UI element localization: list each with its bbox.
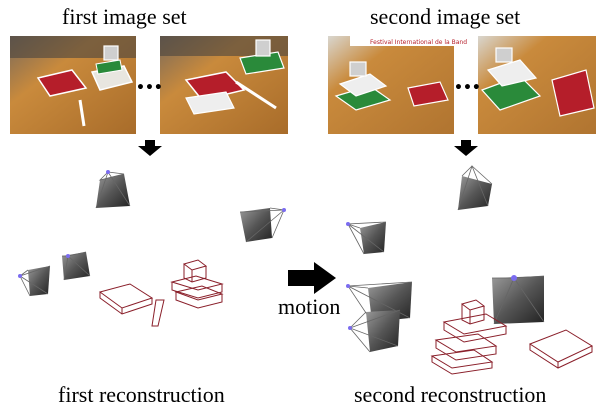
- second-set-photo-2: [478, 36, 596, 134]
- down-arrow-icon: [454, 140, 478, 156]
- camera-frustum: [492, 275, 545, 325]
- camera-frustum: [457, 164, 493, 211]
- camera-frustum: [239, 207, 286, 243]
- motion-arrow-icon: [288, 262, 336, 294]
- second-image-set-label: second image set: [370, 4, 521, 29]
- camera-frustum: [18, 265, 51, 297]
- second-set-ellipsis: •••: [454, 80, 481, 96]
- festival-banner-text: Festival International de la Band: [370, 39, 467, 46]
- second-reconstruction-label: second reconstruction: [354, 382, 547, 407]
- first-set-photo-1: [10, 36, 136, 134]
- first-set-ellipsis: •••: [136, 80, 163, 96]
- camera-frustum: [62, 251, 91, 281]
- camera-frustum: [346, 221, 387, 255]
- first-set-photo-2: [160, 36, 288, 134]
- reconstructed-boxes: [430, 299, 594, 375]
- reconstructed-boxes: [98, 259, 224, 327]
- down-arrow-icon: [138, 140, 162, 156]
- motion-label: motion: [278, 294, 341, 319]
- camera-frustum: [95, 170, 131, 209]
- first-image-set-label: first image set: [62, 4, 187, 29]
- camera-frustum: [348, 309, 401, 353]
- second-set-photo-1: Festival International de la Band: [328, 36, 467, 134]
- first-reconstruction-label: first reconstruction: [58, 382, 225, 407]
